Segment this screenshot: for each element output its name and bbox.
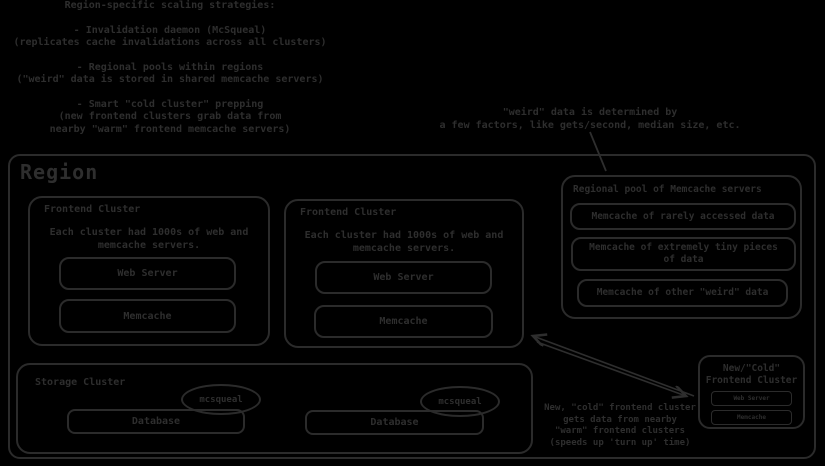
regional-pool-server-rare: Memcache of rarely accessed data xyxy=(570,203,796,230)
cold-cluster-web-server: Web Server xyxy=(711,391,792,406)
frontend-cluster-1-desc: Each cluster had 1000s of web and memcac… xyxy=(49,227,249,251)
region-label: Region xyxy=(20,160,99,184)
notes-bullet-cold-cluster: - Smart "cold cluster" prepping (new fro… xyxy=(49,98,291,135)
frontend-cluster-1-memcache: Memcache xyxy=(59,299,236,333)
frontend-cluster-2-memcache: Memcache xyxy=(314,305,493,338)
regional-pool-server-tiny: Memcache of extremely tiny pieces of dat… xyxy=(571,237,796,271)
cold-cluster-note: New, "cold" frontend cluster gets data f… xyxy=(544,403,696,448)
frontend-cluster-1-web-server: Web Server xyxy=(59,257,236,290)
frontend-cluster-2-web-server: Web Server xyxy=(315,261,492,294)
frontend-cluster-1: Frontend Cluster Each cluster had 1000s … xyxy=(28,196,270,346)
cold-frontend-cluster: New/"Cold" Frontend Cluster Web Server M… xyxy=(698,355,805,429)
mcsqueal-oval-2: mcsqueal xyxy=(420,386,500,417)
notes-bullet-regional-pools: - Regional pools within regions ("weird"… xyxy=(16,61,324,86)
notes-title: Region-specific scaling strategies: xyxy=(64,0,276,11)
mcsqueal-oval-1: mcsqueal xyxy=(181,384,261,415)
frontend-cluster-2: Frontend Cluster Each cluster had 1000s … xyxy=(284,199,524,348)
scaling-strategies-notes: Region-specific scaling strategies: - In… xyxy=(0,0,340,136)
database-2: Database xyxy=(305,410,484,435)
cold-frontend-cluster-title: New/"Cold" Frontend Cluster xyxy=(705,363,798,386)
storage-cluster-title: Storage Cluster xyxy=(35,377,126,388)
storage-cluster: Storage Cluster Database mcsqueal Databa… xyxy=(16,363,533,454)
regional-pool-server-weird: Memcache of other "weird" data xyxy=(577,279,788,307)
weird-data-note: "weird" data is determined by a few fact… xyxy=(439,107,741,131)
frontend-cluster-2-desc: Each cluster had 1000s of web and memcac… xyxy=(304,230,504,254)
frontend-cluster-2-title: Frontend Cluster xyxy=(300,207,397,218)
database-1: Database xyxy=(67,409,245,434)
regional-pool-title: Regional pool of Memcache servers xyxy=(573,184,762,195)
frontend-cluster-1-title: Frontend Cluster xyxy=(44,204,141,215)
notes-bullet-invalidation: - Invalidation daemon (McSqueal) (replic… xyxy=(13,24,327,49)
regional-pool-box: Regional pool of Memcache servers Memcac… xyxy=(561,175,802,319)
cold-cluster-memcache: Memcache xyxy=(711,410,792,425)
region-box xyxy=(8,154,816,459)
